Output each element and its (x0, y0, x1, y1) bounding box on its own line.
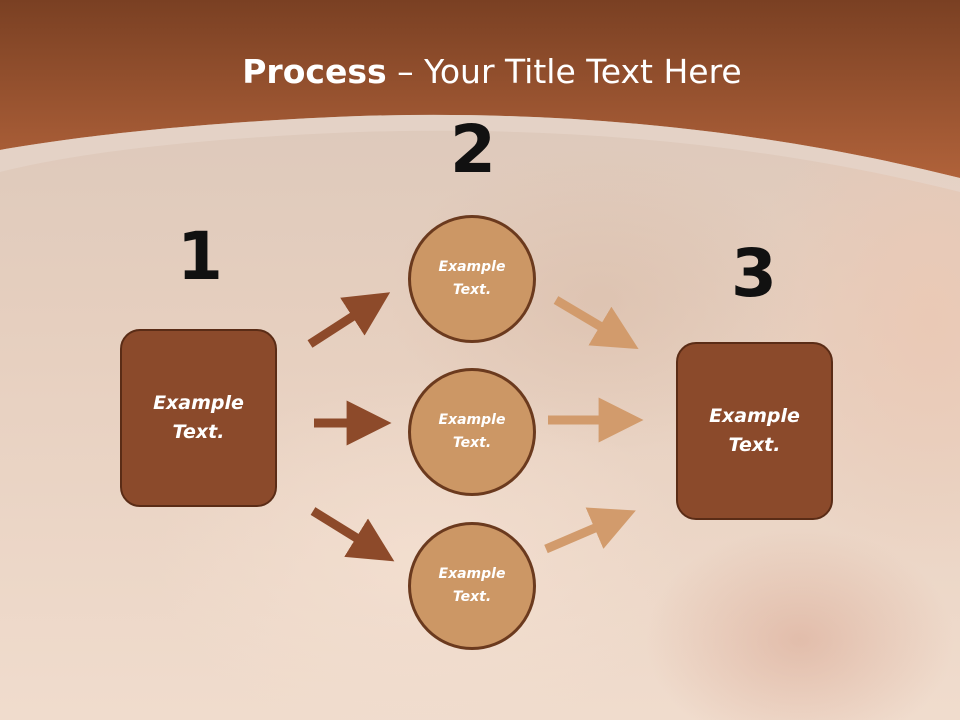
step-1-box: Example Text. (120, 329, 277, 507)
circle-top-text-line2: Text. (452, 282, 492, 298)
step-2-circle-top: Example Text. (408, 215, 536, 343)
circle-middle-text-line1: Example (438, 412, 506, 428)
title-rest: – Your Title Text Here (386, 52, 742, 91)
circle-bottom-text-line1: Example (438, 566, 506, 582)
circle-middle-text-line2: Text. (452, 435, 492, 451)
step-2-circle-bottom: Example Text. (408, 522, 536, 650)
step-number-1: 1 (177, 218, 223, 295)
arrow-1-to-2-bottom (310, 507, 395, 562)
step-1-text-line1: Example (153, 392, 244, 414)
step-number-2: 2 (450, 111, 496, 188)
step-3-text-line2: Text. (728, 434, 781, 456)
arrow-2-top-to-3 (553, 296, 639, 350)
circle-top-text-line1: Example (438, 259, 506, 275)
page-title: Process – Your Title Text Here (0, 52, 960, 91)
step-3-box: Example Text. (676, 342, 833, 520)
step-1-text-line2: Text. (172, 421, 225, 443)
title-bold: Process (242, 52, 387, 91)
step-3-text-line1: Example (709, 405, 800, 427)
step-number-3: 3 (731, 235, 777, 312)
arrow-1-to-2-top (307, 292, 391, 348)
arrow-2-bottom-to-3 (544, 507, 636, 554)
flow-arrows (307, 292, 644, 562)
circle-bottom-text-line2: Text. (452, 589, 492, 605)
step-2-circle-middle: Example Text. (408, 368, 536, 496)
